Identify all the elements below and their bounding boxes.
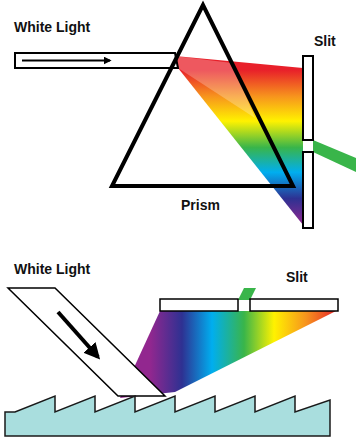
prism-outline [112,5,293,186]
slit-label: Slit [314,34,336,49]
slit-left [160,299,238,311]
green-output [238,288,256,300]
white-light-beam [15,53,178,68]
slit-right [250,299,338,311]
slit-label: Slit [286,270,308,285]
slit-lower [303,152,313,228]
diffraction-grating [5,396,330,436]
slit-upper [303,56,313,140]
white-light-beam [8,288,165,396]
green-output [313,140,356,172]
beam-arrow [22,60,110,62]
prism-label: Prism [181,198,220,213]
beam-arrow [58,312,98,357]
beam-label: White Light [14,262,90,277]
beam-label: White Light [14,20,90,35]
